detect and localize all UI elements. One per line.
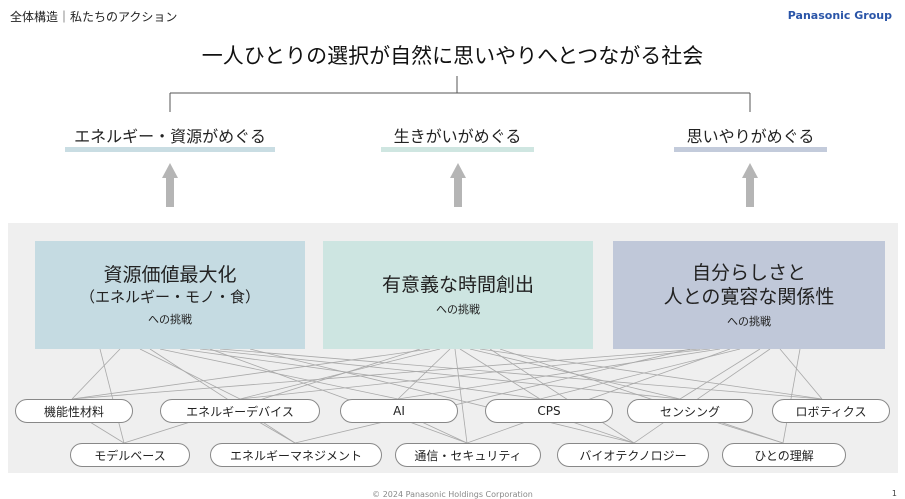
- tech-pill-energy-management: エネルギーマネジメント: [210, 443, 382, 467]
- tech-pill-sensing: センシング: [627, 399, 753, 423]
- up-arrow-icon: [162, 163, 178, 207]
- outcome-underline: [65, 147, 275, 152]
- page-number: 1: [891, 489, 897, 498]
- outcome-label: 思いやりがめぐる: [686, 127, 815, 146]
- challenge-subtitle: 人との寛容な関係性: [663, 286, 835, 308]
- outcome-label: エネルギー・資源がめぐる: [74, 127, 266, 146]
- challenge-title: 有意義な時間創出: [381, 274, 534, 296]
- challenge-title: 自分らしさと: [691, 262, 806, 284]
- tech-pill-model-based: モデルベース: [70, 443, 190, 467]
- outcome-underline: [381, 147, 534, 152]
- challenge-box-resource: 資源価値最大化 （エネルギー・モノ・食） への挑戦: [35, 241, 305, 349]
- up-arrow-icon: [742, 163, 758, 207]
- page-title: 一人ひとりの選択が自然に思いやりへとつながる社会: [201, 44, 704, 68]
- tech-pill-biotechnology: バイオテクノロジー: [557, 443, 709, 467]
- outcome-omoiyari: 思いやりがめぐる: [668, 123, 833, 152]
- challenge-suffix: への挑戦: [148, 313, 192, 326]
- challenge-subtitle: （エネルギー・モノ・食）: [79, 288, 260, 306]
- outcome-energy: エネルギー・資源がめぐる: [55, 123, 285, 152]
- challenge-suffix: への挑戦: [727, 315, 771, 328]
- outcome-underline: [674, 147, 827, 152]
- tech-pill-cps: CPS: [485, 399, 613, 423]
- tech-pill-robotics: ロボティクス: [772, 399, 890, 423]
- breadcrumb: 全体構造｜私たちのアクション: [10, 10, 178, 24]
- tech-pill-ai: AI: [340, 399, 458, 423]
- tech-pill-human-understanding: ひとの理解: [722, 443, 846, 467]
- outcome-label: 生きがいがめぐる: [393, 127, 522, 146]
- up-arrows: [162, 163, 758, 207]
- brand-logo: Panasonic Group: [787, 9, 892, 22]
- challenge-box-time: 有意義な時間創出 への挑戦: [323, 241, 593, 349]
- up-arrow-icon: [450, 163, 466, 207]
- challenge-suffix: への挑戦: [436, 303, 480, 316]
- tech-pill-functional-materials: 機能性材料: [15, 399, 133, 423]
- challenge-box-relationship: 自分らしさと 人との寛容な関係性 への挑戦: [613, 241, 885, 349]
- copyright: © 2024 Panasonic Holdings Corporation: [372, 490, 533, 499]
- tech-pill-energy-device: エネルギーデバイス: [160, 399, 320, 423]
- outcome-ikigai: 生きがいがめぐる: [375, 123, 540, 152]
- bracket-connector: [169, 76, 751, 112]
- tech-pill-comm-security: 通信・セキュリティ: [395, 443, 541, 467]
- challenge-title: 資源価値最大化: [103, 264, 237, 286]
